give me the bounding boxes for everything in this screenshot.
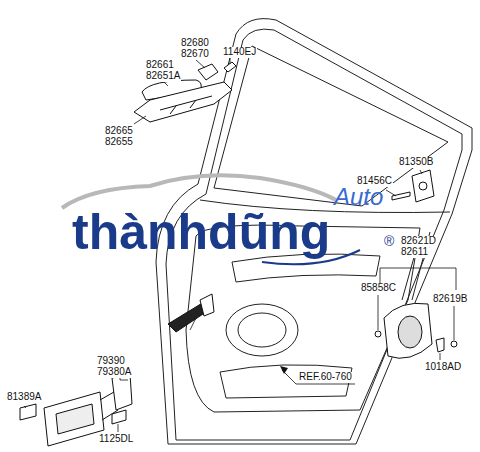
inside-handle xyxy=(375,303,457,358)
check-and-hinge xyxy=(20,294,214,446)
leader xyxy=(282,370,355,384)
speaker-inner xyxy=(238,313,286,347)
speaker xyxy=(226,304,298,356)
callout-number: 81389A xyxy=(6,392,42,403)
hinge-lower xyxy=(44,392,104,446)
callout-number: 82611 xyxy=(400,247,429,258)
callout-number: 1018AD xyxy=(424,362,462,373)
screw-1018ad xyxy=(436,338,444,352)
callout-number: 81350B xyxy=(398,157,434,168)
leader xyxy=(118,424,119,432)
reference-note: REF.60-760 xyxy=(298,372,353,383)
callout-number: 82680 xyxy=(180,38,210,49)
car-silhouette-watermark xyxy=(62,175,336,208)
hinge-bolt-2 xyxy=(112,410,126,424)
leader xyxy=(230,58,231,64)
leader xyxy=(164,82,168,86)
leader xyxy=(196,60,205,68)
callout-number: 82655 xyxy=(104,137,134,148)
watermark: thànhdũng xyxy=(72,206,330,259)
hinge-upper xyxy=(112,374,132,410)
callout-number: 82661 xyxy=(145,60,175,71)
callout-number: 1125DL xyxy=(98,434,134,445)
callout-number: 82665 xyxy=(104,126,134,137)
leader xyxy=(378,295,379,330)
inside-handle-lever xyxy=(398,316,422,348)
screw xyxy=(375,331,381,337)
striker-parts xyxy=(392,170,434,202)
callout-number: 1140EJ xyxy=(222,47,257,58)
watermark: ® xyxy=(384,234,394,249)
callout-number: 79380A xyxy=(96,367,132,378)
callout-number: 82619B xyxy=(432,294,468,305)
callout-number: 79390 xyxy=(96,356,126,367)
callout-number: 85858C xyxy=(360,283,397,294)
leader xyxy=(386,190,396,196)
hinge-bolt xyxy=(20,404,36,420)
leader xyxy=(190,318,196,330)
ref-arrowhead xyxy=(280,366,288,374)
window-opening xyxy=(214,46,448,206)
watermark: Auto xyxy=(334,184,383,209)
cap xyxy=(451,341,457,347)
striker-hole xyxy=(419,182,427,190)
leader-lines xyxy=(24,58,456,432)
leader xyxy=(24,406,26,408)
pocket xyxy=(220,365,352,398)
leader xyxy=(440,353,441,360)
leader xyxy=(454,306,455,340)
check-bracket xyxy=(200,294,214,316)
outside-handle xyxy=(134,62,236,122)
handle-base-detail xyxy=(160,96,212,114)
callout-number: 82651A xyxy=(145,71,181,82)
callout-number: 82670 xyxy=(180,49,210,60)
callout-number: 82621D xyxy=(400,236,437,247)
striker xyxy=(412,170,434,202)
striker-bolt xyxy=(392,192,410,200)
key-cover xyxy=(198,64,218,80)
leader xyxy=(420,170,422,174)
hinge-leaf xyxy=(56,404,94,434)
inside-handle-housing xyxy=(384,303,432,358)
handle-base xyxy=(134,82,232,122)
leader xyxy=(134,116,146,124)
